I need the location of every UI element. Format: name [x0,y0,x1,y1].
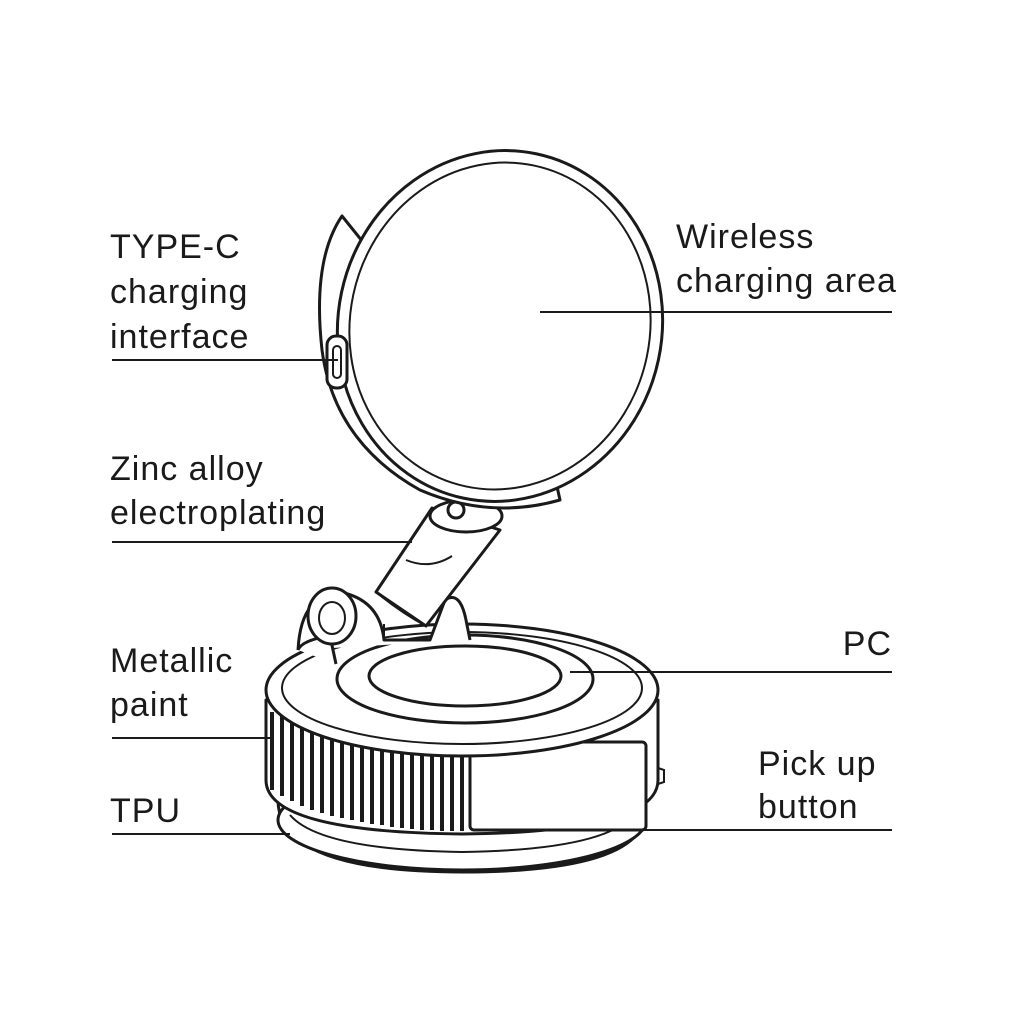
label-line: button [758,788,859,826]
label-line: Zinc alloy [110,450,264,488]
label-line: Wireless [676,218,814,256]
label-line: Pick up [758,745,877,783]
label-pc: PC [843,625,892,663]
support-arm [374,498,504,628]
label-line: paint [110,686,189,724]
leader-lines [112,311,892,835]
charging-disc [318,149,665,510]
joint-bracket [296,586,472,665]
label-line: Metallic [110,642,233,680]
label-zinc-alloy: Zinc alloy electroplating [110,450,326,532]
label-line: interface [110,318,249,356]
label-type-c: TYPE-C charging interface [110,228,259,356]
label-line: charging [110,273,248,311]
label-tpu: TPU [110,792,181,830]
label-line: charging area [676,262,897,300]
label-wireless: Wireless charging area [676,218,897,300]
callout-labels: TYPE-C charging interface Zinc alloy ele… [110,218,897,830]
label-line: PC [843,625,892,663]
label-line: electroplating [110,494,326,532]
label-line: TYPE-C [110,228,241,266]
ring-ribs [270,712,464,831]
label-line: TPU [110,792,181,830]
type-c-port [325,334,349,390]
label-metallic-paint: Metallic paint [110,642,244,724]
label-pick-up: Pick up button [758,745,887,826]
phone-holder-drawing [264,149,665,874]
